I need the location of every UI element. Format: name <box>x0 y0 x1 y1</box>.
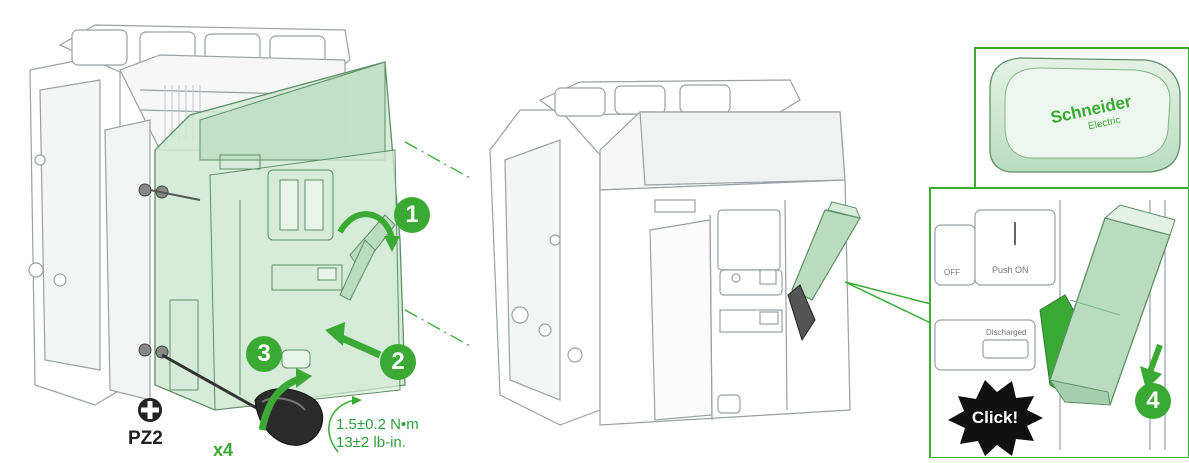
discharged-label: Discharged <box>986 328 1027 337</box>
middle-breaker <box>489 79 851 426</box>
middle-handle <box>787 201 861 342</box>
callout-lines <box>844 281 936 326</box>
step-3-marker: 3 <box>246 336 282 372</box>
click-burst-icon <box>948 380 1043 456</box>
push-on-label: Push ON <box>992 265 1029 275</box>
click-label: Click! <box>971 408 1019 427</box>
rotation-arrow-icon <box>328 399 356 453</box>
curved-arrow-icon <box>337 211 395 239</box>
step-2-marker: 2 <box>380 344 416 380</box>
step-1-marker: 1 <box>394 197 430 233</box>
screw-count-label: x4 <box>213 440 234 460</box>
torque-imperial: 13±2 lb-in. <box>336 434 406 451</box>
step-4-marker: 4 <box>1135 383 1171 419</box>
bit-size-label: PZ2 <box>128 428 163 449</box>
torque-metric: 1.5±0.2 N•m <box>336 416 419 433</box>
phillips-bit-icon <box>138 398 162 422</box>
projection-lines <box>404 141 471 347</box>
off-label: OFF <box>944 268 960 277</box>
cap-inset <box>974 47 1189 207</box>
